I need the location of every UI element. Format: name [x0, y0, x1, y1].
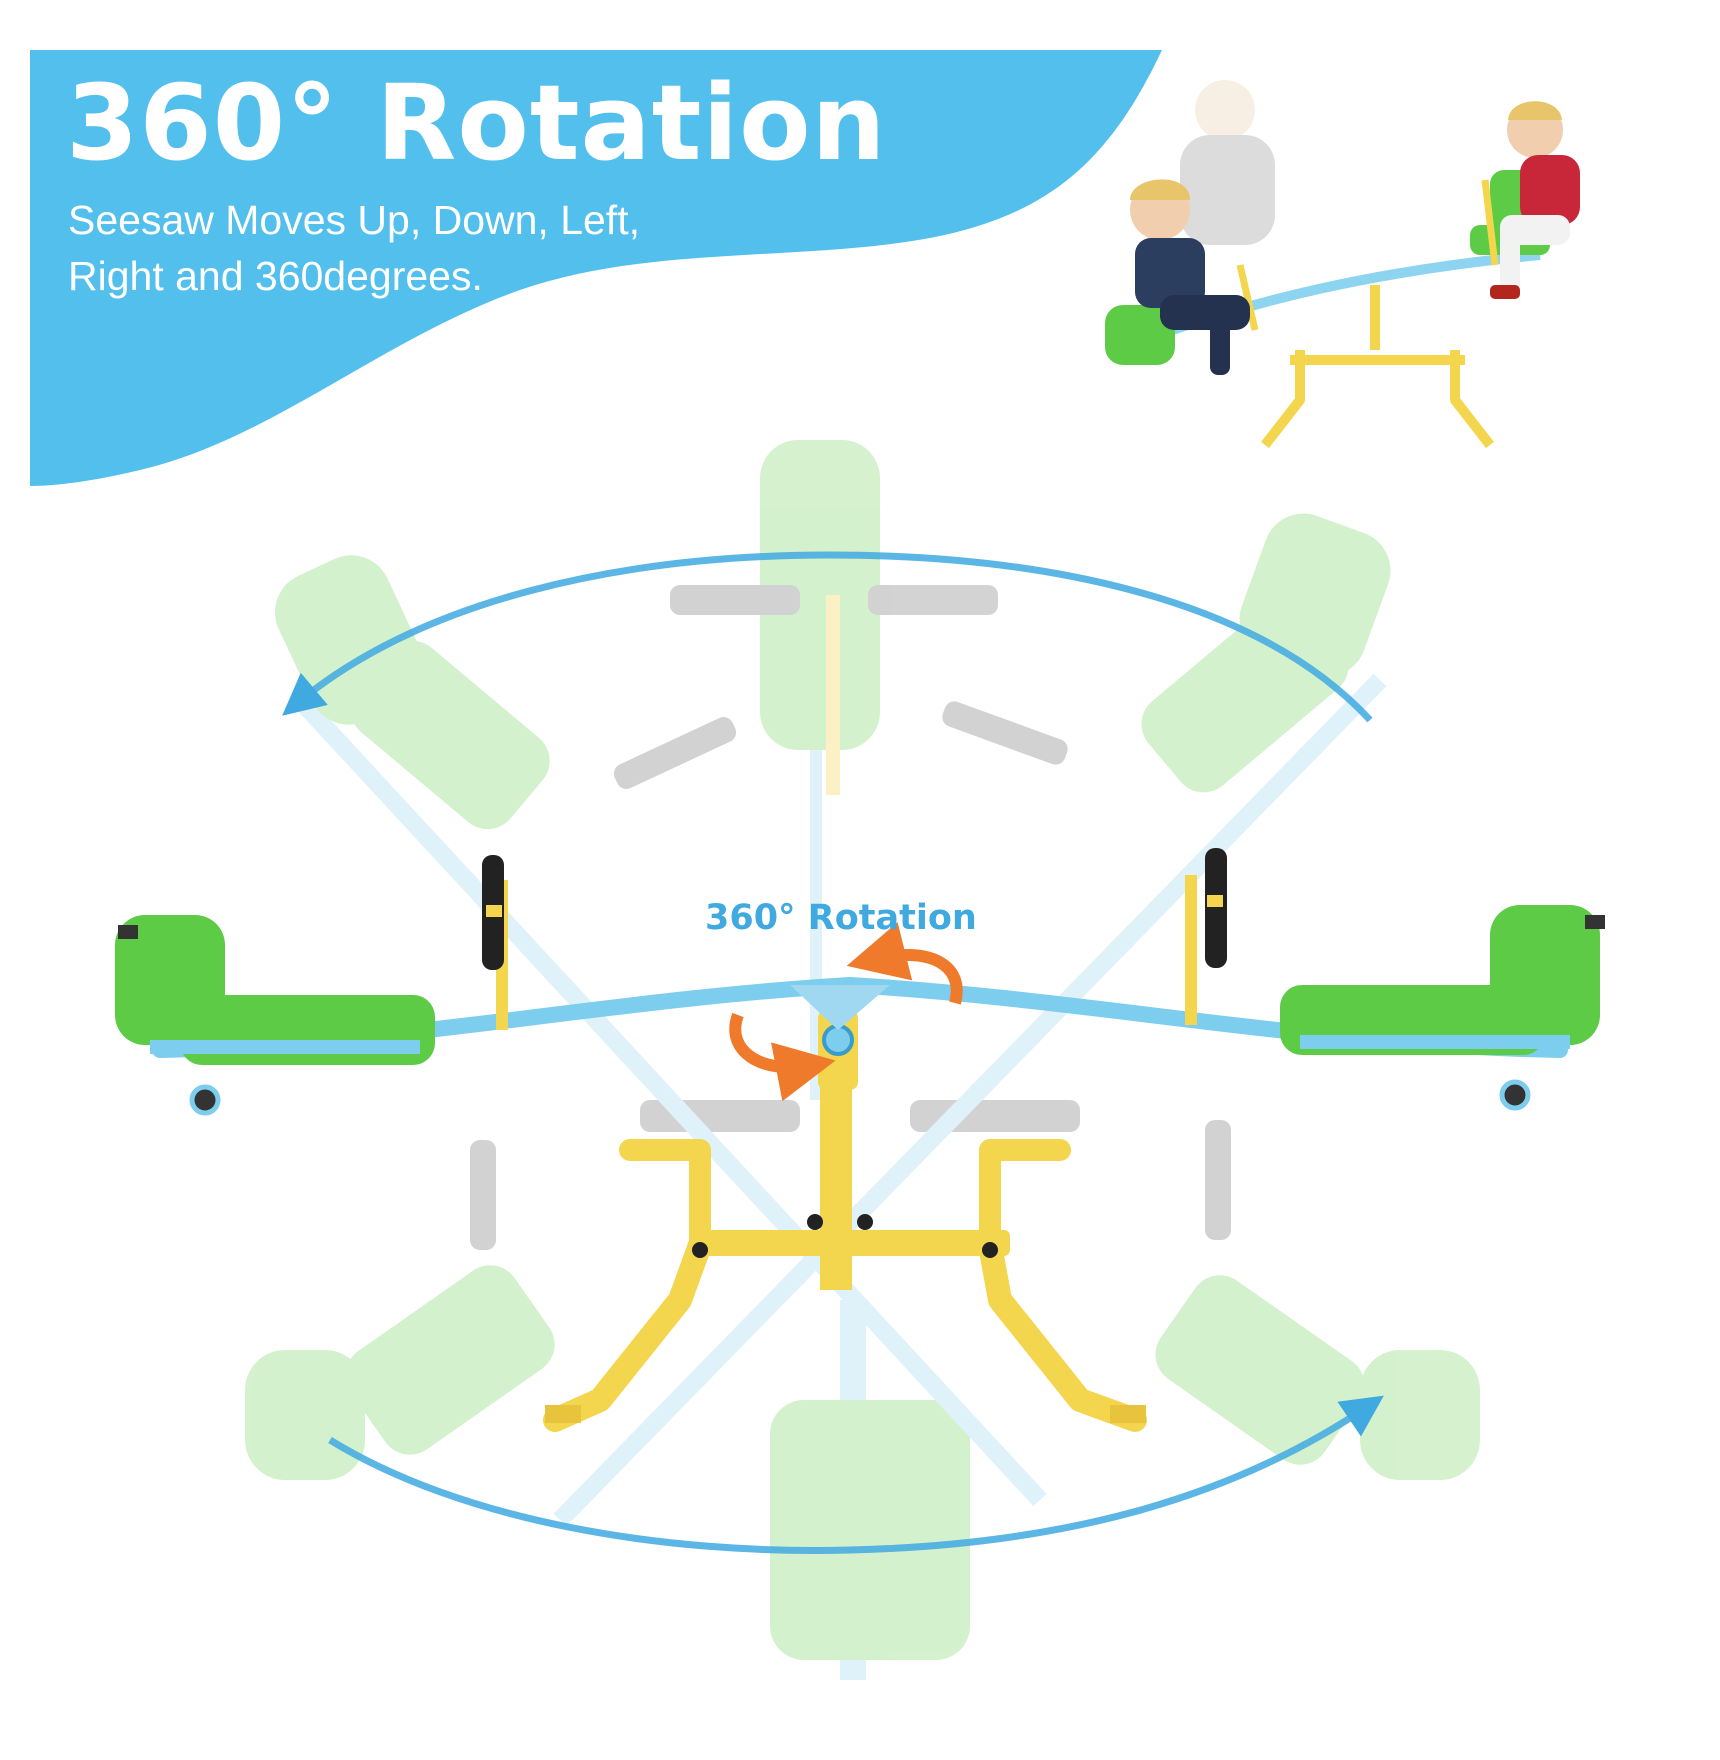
ghost-seesaw-upper-left — [274, 555, 1047, 1507]
ghost-seesaw-bottom — [640, 1100, 1080, 1680]
inset-child-left — [1130, 179, 1250, 375]
seat-right — [1280, 905, 1605, 1111]
banner-background — [30, 50, 1162, 486]
seesaw-base-frame — [543, 1080, 1147, 1432]
inset-ghost-child — [1180, 80, 1275, 245]
inset-child-right — [1490, 101, 1580, 299]
banner-subtitle: Seesaw Moves Up, Down, Left, Right and 3… — [68, 192, 788, 304]
rotation-arrow-top — [282, 551, 1373, 723]
ghost-seesaw-upper-right — [553, 513, 1391, 1527]
handle-right — [1185, 848, 1227, 1025]
rotation-arrow-bottom — [328, 1395, 1384, 1554]
pivot-rotation-arrow-upper — [846, 922, 963, 1005]
seat-left — [115, 915, 435, 1116]
banner-subtitle-line-1: Seesaw Moves Up, Down, Left, — [68, 197, 640, 243]
ghost-seesaw-positions — [245, 440, 1480, 1680]
banner-title: 360° Rotation — [66, 62, 887, 184]
ghost-seesaw-lower-left — [245, 1140, 555, 1480]
ghost-seesaw-top — [670, 440, 998, 1100]
pivot-rotation-arrow-lower — [729, 1012, 836, 1102]
banner-subtitle-line-2: Right and 360degrees. — [68, 253, 483, 299]
inset-kids-seesaw-photo — [1105, 80, 1580, 449]
handle-left — [482, 855, 508, 1030]
ghost-seesaw-lower-right — [1155, 1120, 1480, 1480]
center-rotation-label: 360° Rotation — [705, 898, 977, 938]
